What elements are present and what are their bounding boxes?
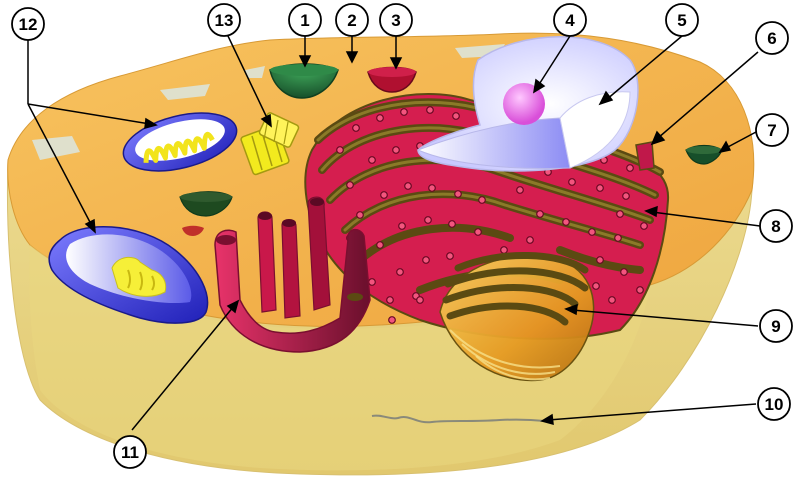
callout-9: 9 [760, 310, 792, 342]
vesicle-er-tube [636, 142, 654, 170]
ribosome-dot [429, 185, 436, 192]
ribosome-dot [641, 223, 648, 230]
ribosome-dot [479, 197, 486, 204]
callout-number: 6 [767, 29, 776, 48]
ribosome-dot [399, 223, 406, 230]
callout-number: 3 [391, 11, 400, 30]
callout-number: 11 [121, 443, 139, 462]
ribosome-dot [393, 147, 400, 154]
ribosome-dot [615, 235, 622, 242]
ribosome-dot [397, 269, 404, 276]
ribosome-dot [369, 157, 376, 164]
ribosome-dot [405, 183, 412, 190]
callout-number: 12 [19, 15, 38, 34]
callout-7: 7 [756, 114, 788, 146]
callout-13: 13 [208, 4, 240, 36]
callout-8: 8 [760, 210, 792, 242]
ribosome-dot [527, 237, 534, 244]
callout-4: 4 [554, 4, 586, 36]
ribosome-dot [563, 219, 570, 226]
callout-number: 9 [771, 317, 780, 336]
ribosome-dot [475, 229, 482, 236]
ribosome-dot [589, 229, 596, 236]
callout-5: 5 [666, 4, 698, 36]
callout-number: 2 [347, 11, 356, 30]
ribosome-dot [623, 193, 630, 200]
ribosome-dot [517, 187, 524, 194]
ribosome-dot [389, 317, 396, 324]
ribosome-dot [425, 217, 432, 224]
ribosome-dot [597, 257, 604, 264]
callout-number: 8 [771, 217, 780, 236]
callout-3: 3 [380, 4, 412, 36]
ribosome-dot [449, 221, 456, 228]
ribosome-dot [369, 279, 376, 286]
ribosome-dot [381, 192, 388, 199]
ribosome-dot [569, 179, 576, 186]
callout-6: 6 [756, 22, 788, 54]
callout-11: 11 [114, 436, 146, 468]
ribosome-dot [593, 283, 600, 290]
callout-1: 1 [289, 4, 321, 36]
ribosome-dot [627, 165, 634, 172]
ribosome-dot [377, 115, 384, 122]
ribosome-dot [401, 109, 408, 116]
ribosome-dot [427, 107, 434, 114]
ribosome-dot [423, 257, 430, 264]
callout-10: 10 [758, 388, 790, 420]
callout-number: 5 [677, 11, 686, 30]
callout-number: 10 [765, 395, 784, 414]
ribosome-dot [353, 125, 360, 132]
ribosome-dot [617, 211, 624, 218]
ribosome-dot [447, 253, 454, 260]
callout-2: 2 [336, 4, 368, 36]
vesicle-1-rim [270, 64, 338, 76]
ribosome-dot [597, 185, 604, 192]
ribosome-dot [453, 113, 460, 120]
callout-number: 4 [565, 11, 575, 30]
callout-12: 12 [12, 8, 44, 40]
ribosome-dot [347, 182, 354, 189]
ribosome-dot [537, 211, 544, 218]
ribosome-dot [609, 297, 616, 304]
vesicle-3-rim [368, 67, 416, 77]
ribosome-dot [377, 242, 384, 249]
ribosome-dot [337, 147, 344, 154]
ribosome-dot [387, 297, 394, 304]
ribosome-dot [357, 212, 364, 219]
callout-number: 1 [300, 11, 309, 30]
ribosome-dot [417, 297, 424, 304]
callout-number: 7 [767, 121, 776, 140]
ribosome-dot [637, 287, 644, 294]
ribosome-dot [455, 191, 462, 198]
ribosome-dot [501, 247, 508, 254]
callout-number: 13 [215, 11, 234, 30]
ribosome-dot [621, 269, 628, 276]
